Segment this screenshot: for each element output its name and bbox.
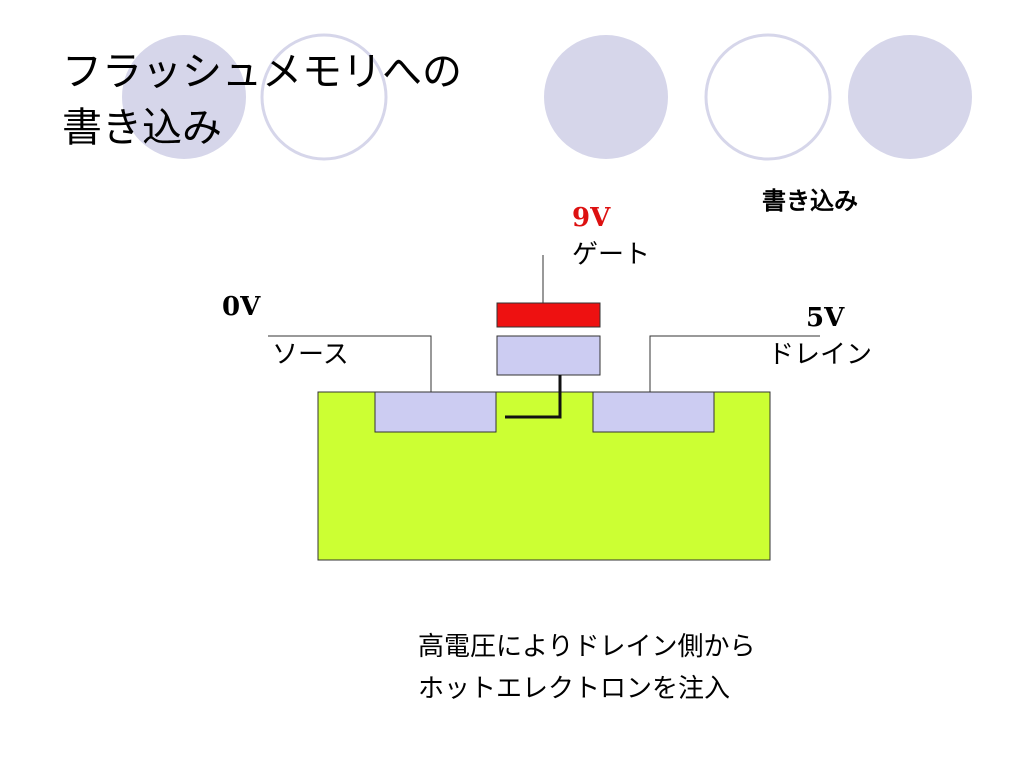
floating-gate <box>496 335 601 376</box>
drain-lead <box>649 335 820 392</box>
electron-path <box>505 375 562 419</box>
decor-circle-filled-3 <box>848 35 972 159</box>
gate-voltage: 9V <box>572 203 611 233</box>
control-gate <box>496 302 601 328</box>
decor-circle-outline-2 <box>704 33 832 161</box>
decor-circle-outline-1 <box>260 33 388 161</box>
drain-label: ドレイン <box>768 340 873 370</box>
drain-region <box>592 391 715 433</box>
gate-label: ゲート <box>572 240 651 270</box>
decor-circle-filled-1 <box>122 35 246 159</box>
source-voltage: 0V <box>222 292 261 322</box>
source-region <box>374 391 497 433</box>
source-label: ソース <box>272 340 349 370</box>
drain-voltage: 5V <box>806 303 845 333</box>
slide-title: フラッシュメモリへの 書き込み <box>62 49 462 151</box>
operation-label: 書き込み <box>762 187 858 215</box>
source-lead <box>268 335 432 392</box>
decor-circle-filled-2 <box>544 35 668 159</box>
caption: 高電圧によりドレイン側から ホットエレクトロンを注入 <box>418 632 756 704</box>
